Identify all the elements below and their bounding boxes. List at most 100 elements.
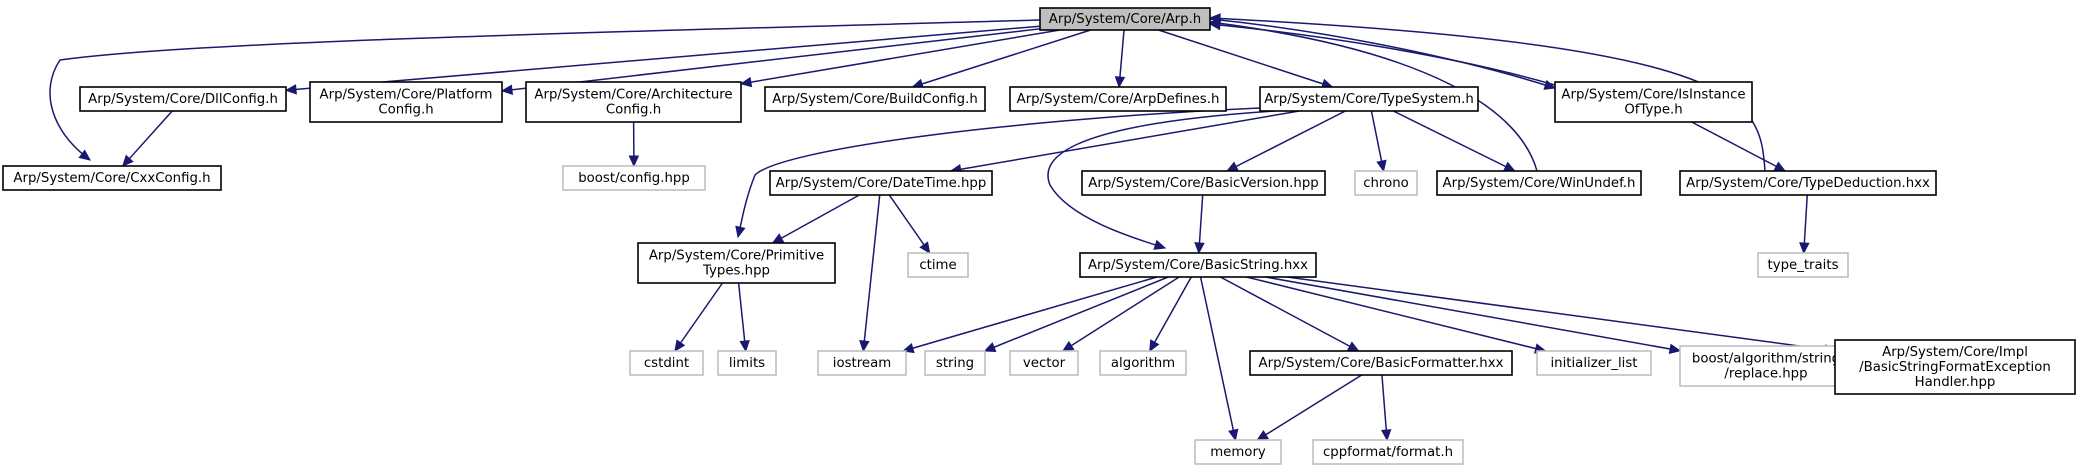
node-box (1757, 252, 1849, 278)
node-label: Handler.hpp (1915, 375, 1996, 390)
edge-prim-to-cstdint (674, 282, 724, 352)
node-label: Arp/System/Core/BasicVersion.hpp (1088, 176, 1318, 191)
node-label: ctime (919, 258, 956, 273)
edge-line (674, 282, 724, 352)
edge-arp-to-arch (739, 29, 1060, 88)
node-label: iostream (833, 356, 891, 371)
node-box (309, 81, 503, 123)
node-bv[interactable]: Arp/System/Core/BasicVersion.hpp (1081, 170, 1326, 196)
edge-bs-to-impl (1286, 276, 1837, 355)
edge-line (1209, 21, 1538, 172)
edge-arrowhead (628, 155, 640, 168)
node-bs[interactable]: Arp/System/Core/BasicString.hxx (1079, 252, 1317, 278)
node-label: Arp/System/Core/BuildConfig.h (772, 92, 978, 107)
node-label: initializer_list (1550, 356, 1637, 371)
edge-line (1226, 110, 1346, 172)
edge-dt-to-iostream (859, 194, 881, 353)
node-build[interactable]: Arp/System/Core/BuildConfig.h (764, 86, 986, 112)
edge-line (1246, 276, 1546, 352)
edge-ts-to-winundef (1392, 110, 1516, 172)
node-box (1039, 7, 1211, 31)
edge-ts-to-dt (949, 110, 1300, 175)
edge-line (984, 276, 1169, 352)
node-label: Arp/System/Core/CxxConfig.h (13, 171, 210, 186)
edge-line (950, 110, 1300, 172)
edge-arp-to-arpdef (1114, 29, 1126, 89)
edge-arrowhead (1502, 161, 1516, 172)
node-tded[interactable]: Arp/System/Core/TypeDeduction.hxx (1679, 170, 1937, 196)
edge-bf-to-memory (1256, 374, 1363, 441)
edge-arrowhead (1194, 242, 1205, 255)
edge-line (740, 29, 1060, 85)
node-box (1194, 439, 1282, 465)
edge-arrowhead (1226, 161, 1239, 172)
node-traits: type_traits (1757, 252, 1849, 278)
node-cstdint: cstdint (629, 350, 704, 376)
edge-arp-to-build (911, 29, 1091, 89)
node-box (817, 350, 907, 376)
edge-line (888, 194, 931, 254)
edge-arrowhead (78, 149, 91, 161)
node-box (1259, 86, 1479, 112)
edge-isinst-to-tded (1691, 121, 1787, 172)
node-dt[interactable]: Arp/System/Core/DateTime.hpp (769, 170, 993, 196)
edge-isinst-to-arp (1208, 19, 1556, 86)
node-box (1312, 439, 1464, 465)
node-label: string (936, 356, 974, 371)
edge-line (285, 25, 1041, 92)
node-ts[interactable]: Arp/System/Core/TypeSystem.h (1259, 86, 1479, 112)
edge-tded-to-traits (1799, 194, 1810, 255)
edge-line (501, 28, 1041, 92)
node-box (924, 350, 986, 376)
edge-ts-to-chrono (1370, 110, 1387, 173)
edge-line (122, 110, 173, 167)
node-cxx[interactable]: Arp/System/Core/CxxConfig.h (2, 165, 222, 191)
edge-line (1209, 18, 1556, 89)
edge-arrowhead (1346, 341, 1360, 352)
edge-arrowhead (1153, 239, 1167, 250)
edge-line (1392, 110, 1516, 172)
edge-arp-to-ts (1158, 29, 1334, 89)
node-box (1009, 350, 1079, 376)
edge-line (1381, 374, 1388, 441)
edge-ts-to-prim (735, 107, 1261, 239)
edge-arrowhead (1114, 76, 1126, 89)
edge-arrowhead (121, 154, 134, 167)
edge-arrowhead (983, 342, 997, 352)
edge-arrowhead (674, 339, 686, 352)
node-dll[interactable]: Arp/System/Core/DllConfig.h (79, 86, 287, 112)
node-box (637, 242, 836, 284)
node-label: cppformat/format.h (1323, 445, 1453, 460)
node-arp[interactable]: Arp/System/Core/Arp.h (1039, 7, 1211, 31)
node-label: Arp/System/Core/DllConfig.h (88, 92, 278, 107)
node-box (1834, 339, 2076, 395)
node-box (1079, 252, 1317, 278)
node-label: memory (1210, 445, 1266, 460)
node-box (1436, 170, 1642, 196)
edge-arrowhead (1208, 13, 1221, 24)
node-label: algorithm (1111, 356, 1175, 371)
node-arpdef[interactable]: Arp/System/Core/ArpDefines.h (1009, 86, 1227, 112)
node-winundef[interactable]: Arp/System/Core/WinUndef.h (1436, 170, 1642, 196)
node-label: Types.hpp (702, 264, 770, 279)
node-bf[interactable]: Arp/System/Core/BasicFormatter.hxx (1249, 350, 1513, 376)
node-vector: vector (1009, 350, 1079, 376)
edge-arrowhead (284, 84, 297, 95)
edge-line (1256, 374, 1363, 441)
edge-line (1209, 17, 1766, 172)
node-limits: limits (717, 350, 777, 376)
node-label: Arp/System/Core/TypeSystem.h (1264, 92, 1474, 107)
edge-arp-to-plat (500, 28, 1041, 95)
edge-arrowhead (739, 340, 750, 353)
node-box (1679, 345, 1853, 387)
edge-arrowhead (859, 340, 870, 353)
node-label: Arp/System/Core/TypeDeduction.hxx (1686, 176, 1930, 191)
node-impl[interactable]: Arp/System/Core/Impl/BasicStringFormatEx… (1834, 339, 2076, 395)
node-label: /BasicStringFormatException (1859, 360, 2051, 375)
edge-arrowhead (1376, 159, 1387, 173)
node-box (629, 350, 704, 376)
